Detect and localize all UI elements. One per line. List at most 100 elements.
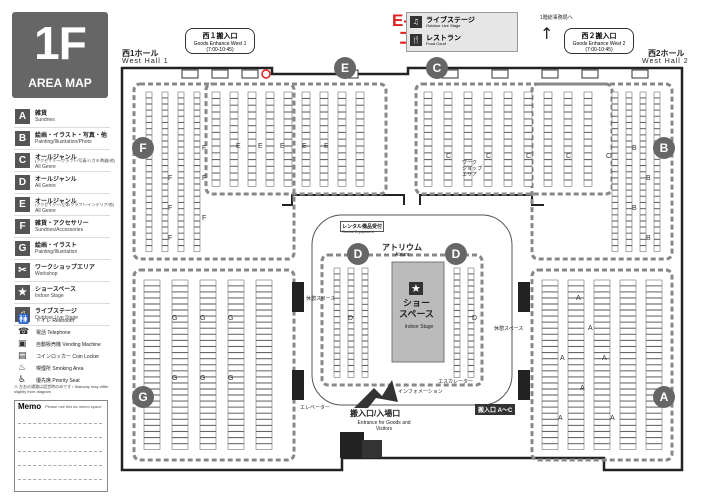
booth-row-c	[543, 91, 553, 187]
legend-badge: E	[15, 197, 30, 212]
row-letter-label: F	[202, 215, 206, 222]
legend-jp: 絵画・イラスト・写真・他	[35, 133, 107, 139]
booth-row-c	[563, 91, 573, 187]
zone-a-outline	[530, 268, 674, 462]
legend-en: Outdoor Live Stage	[35, 315, 79, 321]
zone-circle-e: E	[334, 57, 356, 79]
atrium-area	[311, 214, 513, 406]
booth-row-e	[337, 91, 347, 187]
legend-jp: 雑貨・アクセサリー	[35, 221, 89, 227]
booth-row-c	[423, 91, 433, 187]
stage-key-box: ♫ ライブステージ Outdoor Live Stage 🍴 レストラン Foo…	[406, 12, 518, 52]
zone-circle-d-2: D	[445, 243, 467, 265]
rental-desk-label: レンタル備品受付	[340, 221, 385, 232]
west1-entrance-jp: 西１搬入口	[202, 33, 238, 40]
legend-en: Workshop	[35, 271, 58, 277]
show-space-jp: ショー スペース	[399, 298, 434, 319]
row-letter-label: C	[526, 153, 531, 160]
booth-row-b	[653, 91, 661, 252]
row-letter-label: E	[280, 143, 285, 150]
hall-door	[181, 69, 199, 79]
row-letter-label: F	[202, 175, 206, 182]
west1-entrance-callout: 西１搬入口 Goods Enhance West 1 (7:00-10:45)	[185, 28, 255, 54]
booth-row-f	[193, 91, 201, 252]
legend-badge: G	[15, 241, 30, 256]
legend-jp: ワークショップエリア	[35, 265, 96, 271]
facility-icon: ☎	[18, 327, 30, 337]
memo-box: Memo Please use this as memo space	[14, 400, 108, 492]
facility-label: 喫煙所 Smoking Area	[36, 366, 84, 372]
row-letter-label: E	[236, 143, 241, 150]
main-entrance-en: Entrance for Goods and Visitors	[357, 420, 411, 432]
booth-row-f	[177, 91, 185, 252]
booth-row-c	[463, 91, 473, 187]
legend-jp: ショースペース	[35, 287, 76, 293]
legend-jp-sub: (アクセサリー/クラフト/写真/ハガキ/陶器/他)	[35, 158, 116, 163]
facility-icon: 🚻	[18, 315, 30, 325]
row-letter-label: A	[558, 415, 563, 422]
booth-row-b	[639, 91, 647, 252]
rental-desk-en: Rental Equipment	[342, 229, 374, 234]
entrance-ac-label: 搬入口 A～C	[475, 404, 516, 415]
row-letter-label: E	[258, 143, 263, 150]
row-letter-label: A	[602, 355, 607, 362]
music-icon: ♫	[410, 16, 422, 28]
row-letter-label: G	[172, 375, 177, 382]
row-letter-label: F	[168, 235, 172, 242]
booth-row-c	[583, 91, 593, 187]
legend-jp: 絵画・イラスト	[35, 243, 77, 249]
legend-badge: B	[15, 131, 30, 146]
row-letter-label: A	[610, 415, 615, 422]
legend-en: Painting/Illustration/Photo	[35, 139, 92, 145]
zone-circle-c: C	[426, 57, 448, 79]
booth-row-f	[161, 91, 169, 252]
zone-g-outline	[132, 268, 296, 462]
row-letter-label: F	[202, 145, 206, 152]
booth-row-b	[611, 91, 619, 252]
facility-icon: ▤	[18, 351, 27, 361]
legend-badge: ♫	[15, 307, 30, 322]
row-letter-label: D	[472, 315, 477, 322]
booth-row-c	[503, 91, 513, 187]
row-letter-label: G	[228, 315, 233, 322]
legend-badge: F	[15, 219, 30, 234]
legend-en: Sundries/Accessories	[35, 227, 84, 233]
legend-jp: ライブステージ	[35, 309, 77, 315]
zone-e-outline	[204, 82, 388, 196]
booth-row-g	[227, 279, 245, 450]
row-letter-label: C	[606, 153, 611, 160]
facility-icon: ♨	[18, 363, 27, 373]
live-stage-jp: ライブステージ	[426, 17, 475, 24]
west1-entrance-time: (7:00-10:45)	[206, 47, 234, 53]
row-letter-label: B	[646, 175, 651, 182]
row-letter-label: B	[646, 235, 651, 242]
floor-label: 1F	[34, 17, 87, 69]
row-letter-label: A	[580, 385, 585, 392]
legend-en: Painting/Illustration	[35, 249, 78, 255]
memo-title: Memo	[18, 402, 42, 411]
atrium-en: Atrium	[395, 252, 410, 258]
west2-entrance-time: (7:00-10:45)	[585, 47, 613, 53]
booth-row-e	[265, 91, 275, 187]
legend-badge: ★	[15, 285, 30, 300]
star-icon: ★	[409, 282, 423, 295]
booth-row-e	[229, 91, 239, 187]
booth-row-e	[283, 91, 293, 187]
stair-block-west-2	[292, 370, 304, 400]
booth-row-d	[333, 267, 341, 378]
west1-entrance-en: Goods Enhance West 1	[193, 41, 247, 47]
west2-entrance-jp: 西２搬入口	[581, 33, 617, 40]
hall-door	[211, 69, 229, 79]
memo-subtitle: Please use this as memo space	[45, 404, 102, 409]
area-map-title: AREA MAP	[28, 76, 92, 90]
booth-row-d	[453, 267, 461, 378]
booth-row-a	[645, 279, 663, 450]
row-letter-label: C	[566, 153, 571, 160]
